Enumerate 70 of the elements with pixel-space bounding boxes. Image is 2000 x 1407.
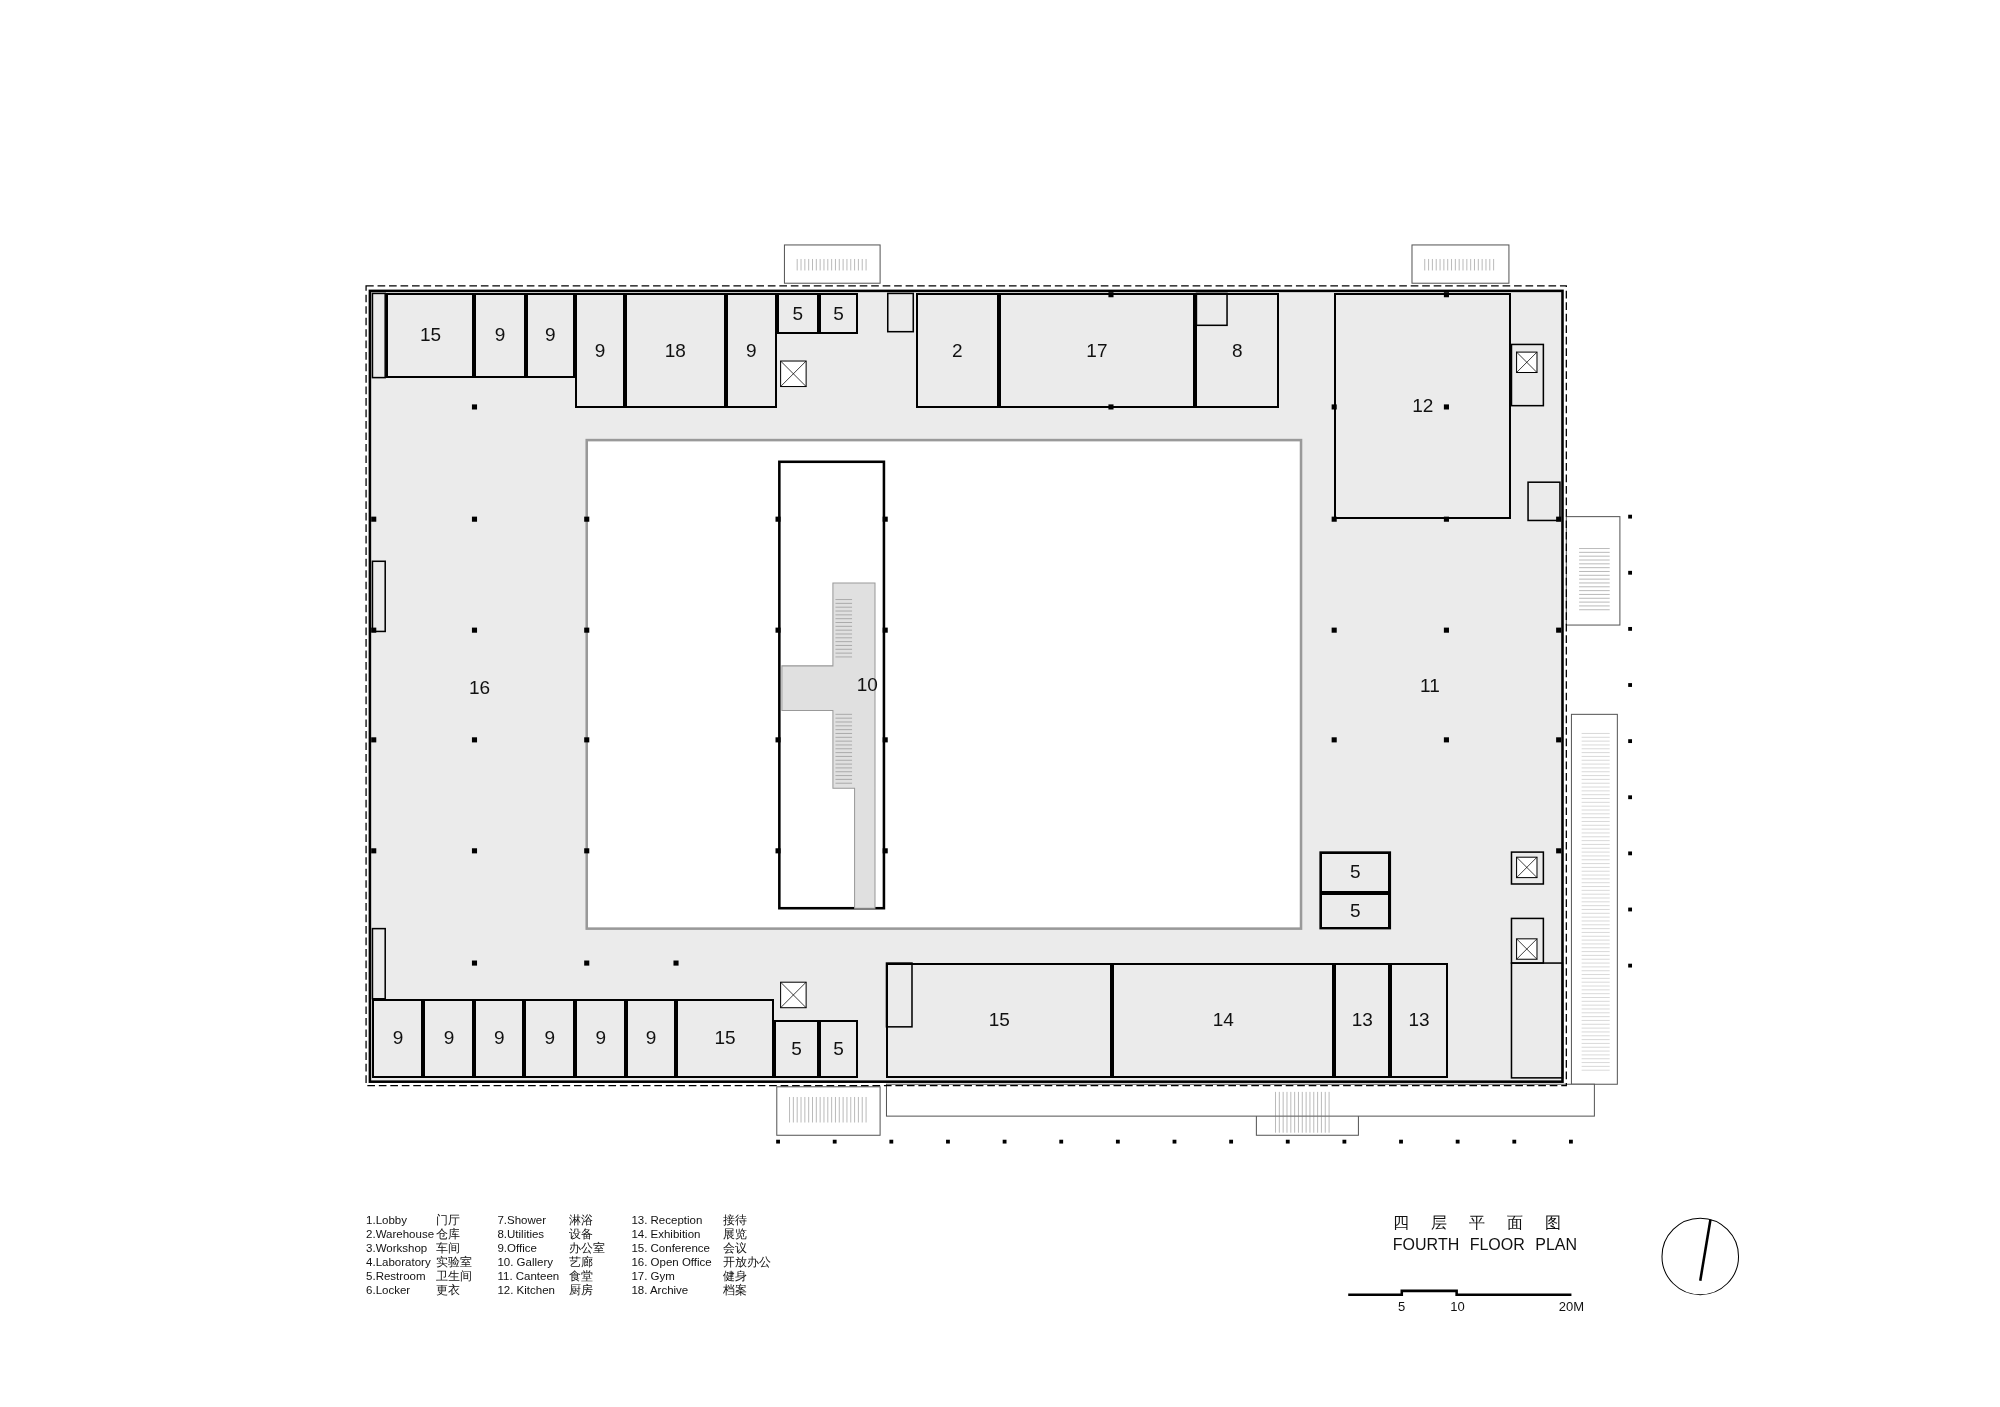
room: 9 xyxy=(474,293,526,378)
room: 9 xyxy=(525,293,576,378)
scale-label: 5 xyxy=(1397,1298,1406,1317)
room: 18 xyxy=(625,293,726,409)
legend-entry: 更衣 xyxy=(436,1283,461,1298)
legend-entry: 艺廊 xyxy=(568,1255,593,1270)
legend-entry: 16. Open Office xyxy=(631,1255,712,1270)
open-area: 11 xyxy=(1301,519,1559,853)
legend-entry: 12. Kitchen xyxy=(497,1283,555,1298)
legend-entry: 门厅 xyxy=(436,1213,461,1227)
room: 15 xyxy=(886,963,1113,1078)
legend-entry: 开放办公 xyxy=(723,1255,772,1270)
legend-entry: 15. Conference xyxy=(631,1241,710,1256)
legend-entry: 食堂 xyxy=(568,1269,593,1284)
room: 9 xyxy=(423,998,475,1078)
plan-title: 四层平面图 xyxy=(1392,1213,1583,1233)
room: 5 xyxy=(1320,852,1391,893)
legend-entry: 车间 xyxy=(436,1241,461,1256)
legend-entry: 办公室 xyxy=(568,1241,605,1256)
legend-entry: 5.Restroom xyxy=(366,1269,426,1284)
legend-entry: 10. Gallery xyxy=(497,1255,554,1270)
legend-entry: 卫生间 xyxy=(436,1269,473,1284)
room: 9 xyxy=(524,998,576,1078)
room: 9 xyxy=(575,293,625,409)
legend-entry: 13. Reception xyxy=(631,1213,703,1227)
room: 9 xyxy=(575,998,627,1078)
room: 5 xyxy=(1320,892,1391,929)
room: 9 xyxy=(725,293,777,409)
scale-label: 20M xyxy=(1558,1298,1584,1317)
room: 5 xyxy=(774,1020,819,1078)
scale-label: 10 xyxy=(1450,1298,1465,1317)
legend-entry: 健身 xyxy=(723,1269,748,1284)
room: 9 xyxy=(372,998,424,1078)
room: 5 xyxy=(776,293,819,335)
room: 9 xyxy=(626,998,676,1078)
legend-entry: 7.Shower xyxy=(497,1213,547,1227)
room: 5 xyxy=(818,293,859,335)
room: 12 xyxy=(1334,293,1512,520)
legend-entry: 实验室 xyxy=(436,1255,473,1270)
legend-entry: 11. Canteen xyxy=(497,1269,560,1284)
legend-entry: 厨房 xyxy=(568,1283,593,1298)
legend-entry: 9.Office xyxy=(497,1241,537,1256)
open-area: 10 xyxy=(779,461,884,909)
room: 15 xyxy=(386,293,475,378)
legend-entry: 展览 xyxy=(723,1227,748,1242)
legend-entry: 4.Laboratory xyxy=(366,1255,431,1270)
legend-entry: 淋浴 xyxy=(568,1213,593,1227)
room: 9 xyxy=(474,998,525,1078)
legend-entry: 2.Warehouse xyxy=(366,1227,435,1242)
room: 17 xyxy=(998,293,1196,409)
legend-entry: 设备 xyxy=(568,1227,593,1242)
room: 5 xyxy=(818,1020,859,1078)
plan-subtitle: FOURTH FLOOR PLAN xyxy=(1392,1234,1577,1255)
legend-entry: 档案 xyxy=(723,1283,748,1298)
legend-entry: 仓库 xyxy=(436,1227,461,1242)
legend-entry: 6.Locker xyxy=(366,1283,411,1298)
legend-entry: 8.Utilities xyxy=(497,1227,545,1242)
room: 13 xyxy=(1334,963,1391,1078)
room: 15 xyxy=(676,998,775,1078)
legend-entry: 14. Exhibition xyxy=(631,1227,701,1242)
room: 8 xyxy=(1195,293,1280,409)
legend-entry: 3.Workshop xyxy=(366,1241,428,1256)
legend-entry: 18. Archive xyxy=(631,1283,689,1298)
legend-entry: 会议 xyxy=(723,1241,748,1256)
legend-entry: 1.Lobby xyxy=(366,1213,407,1227)
room: 14 xyxy=(1112,963,1335,1078)
legend-entry: 17. Gym xyxy=(631,1269,675,1284)
room: 2 xyxy=(915,293,999,409)
legend-entry: 接待 xyxy=(723,1213,748,1227)
room: 13 xyxy=(1390,963,1448,1078)
